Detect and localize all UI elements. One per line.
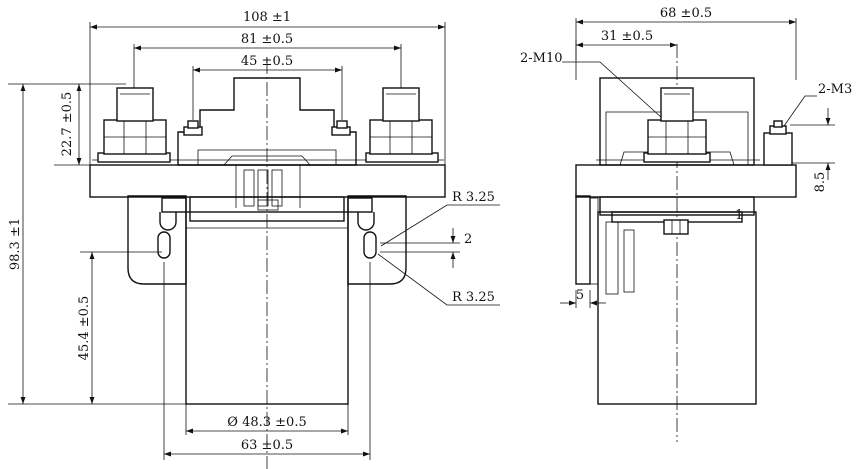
dim-terminal-spacing: 81 ±0.5 [241,32,293,47]
housing-step [223,155,311,166]
housing-step [197,149,337,165]
dim-terminal-offset: 31 ±0.5 [601,29,653,44]
dim-overall-height: 98.3 ±1 [8,218,23,270]
mount-bracket-left [127,195,187,285]
dim-overall-width: 108 ±1 [243,10,291,25]
side-main-stud [660,87,694,122]
dim-body-diameter: Ø 48.3 ±0.5 [227,415,306,430]
coil-flange [189,196,345,222]
dim-terminal-height: 22.7 ±0.5 [60,92,75,157]
label-aux-thread: 2-M3 [818,82,852,97]
screw-head [161,197,187,213]
connector-tab [257,199,279,211]
side-aux-block [763,132,793,166]
screw-head [347,197,373,213]
dim-mount-height: 45.4 ±0.5 [77,296,92,361]
side-aux-stud [773,120,783,128]
connector-pin [271,169,283,207]
leader-radius-top [380,204,500,247]
dim-slot-radius-bottom: R 3.25 [452,290,495,305]
main-stud-right [382,87,420,122]
dim-aux-spacing: 45 ±0.5 [241,54,293,69]
dim-side-width: 68 ±0.5 [660,6,712,21]
side-housing [599,77,755,166]
front-view: 108 ±1 81 ±0.5 45 ±0.5 22.7 ±0.5 98.3 ±1… [8,10,500,469]
dim-slot-length: 2 [464,232,472,247]
connector-pin [257,169,269,207]
mount-bracket-right [347,195,407,285]
side-base-plate [575,164,797,198]
dim-bracket-thickness: 5 [576,288,584,303]
dim-aux-height: 8.5 [813,172,828,193]
side-view: 1 68 ±0.5 31 ±0.5 2-M10 2-M3 8.5 5 [520,6,852,442]
mount-slot-left [157,231,171,259]
side-marker: 1 [735,208,743,223]
coil-body [185,211,349,405]
screw-nut [357,212,375,231]
leader-main-thread [562,61,663,119]
screw-nut [159,212,177,231]
side-connector [605,221,619,295]
label-main-thread: 2-M10 [520,51,563,66]
side-bottom-nut [663,219,689,235]
side-bracket-inner [589,197,599,285]
mount-slot-right [363,231,377,259]
dim-mount-spacing: 63 ±0.5 [241,438,293,453]
aux-stud-right [336,120,348,129]
leader-aux-thread [783,95,817,127]
main-stud-left [116,87,154,122]
side-connector [623,229,635,293]
side-bracket [575,195,591,285]
leader-radius-bottom [377,253,500,306]
dim-slot-radius-top: R 3.25 [452,190,495,205]
aux-stud-left [187,120,199,129]
connector-pin [243,169,255,207]
